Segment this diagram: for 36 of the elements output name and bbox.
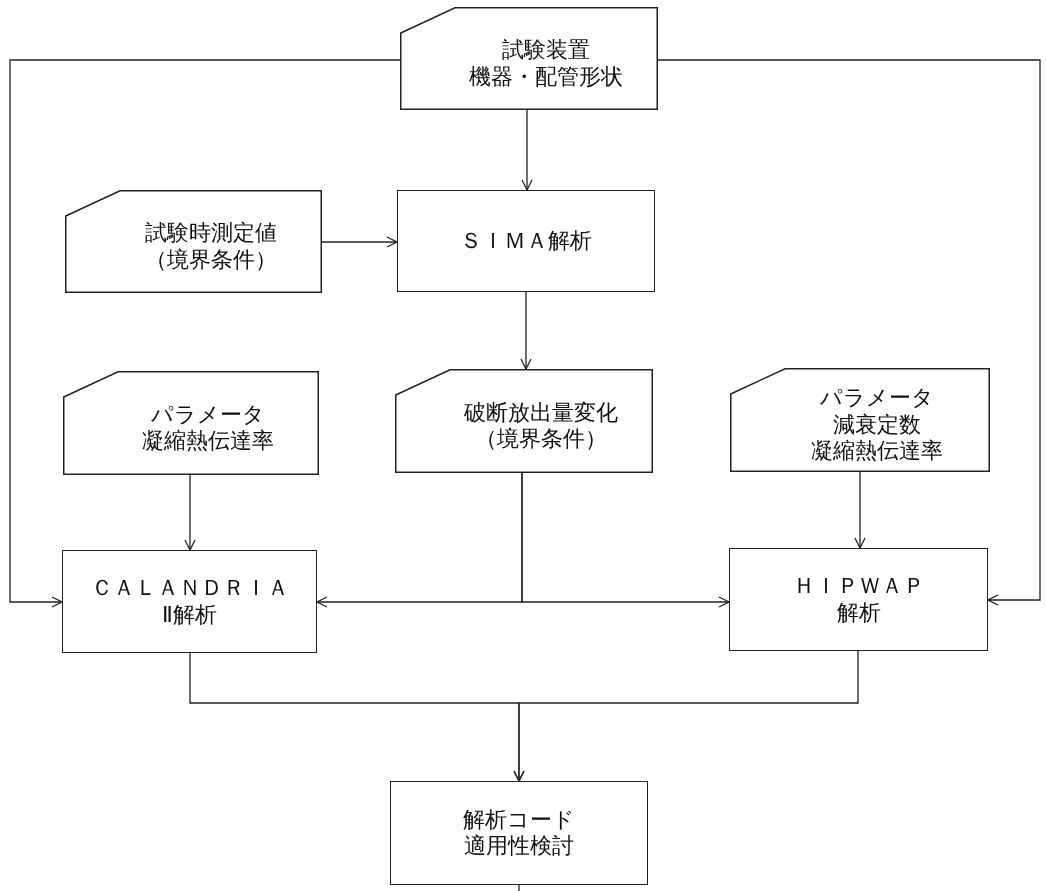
node-label: 試験装置 [502,37,590,64]
data-input-card [400,7,658,110]
node-label: 凝縮熱伝達率 [142,428,274,455]
node-label: 試験時測定値 [144,220,277,247]
node-label: 凝縮熱伝達率 [811,438,943,465]
node-label: Ⅱ解析 [162,601,217,628]
data-input-card [395,369,653,473]
process-box [729,548,988,651]
node-label: 破断放出量変化 [464,399,618,426]
process-box [397,190,655,292]
process-box [62,550,317,653]
node-label: ＨＩＰＷＡＰ [792,573,925,600]
connector-arrow [854,471,866,549]
node-label: ＳＩＭＡ解析 [460,227,592,255]
connector-arrow [9,59,401,608]
connector-arrow [521,472,730,608]
node-label: パラメータ [151,401,265,428]
data-input-card [65,190,322,293]
connector-arrow [657,59,1041,606]
connector-arrow [521,109,533,191]
node-label: （境界条件） [144,246,277,273]
process-box [390,781,648,885]
connector-arrow [321,236,398,248]
connector-arrow [184,474,196,551]
node-label: 解析コード [463,806,575,833]
connector-arrow [513,650,859,782]
node-label: 減衰定数 [833,411,921,439]
node-label: ＣＡＬＡＮＤＲＩＡ [90,575,289,602]
data-input-card [63,371,319,475]
node-label: 機器・配管形状 [469,63,623,90]
node-label: パラメータ [820,385,934,412]
node-label: 適用性検討 [464,833,574,860]
data-input-card [730,368,990,472]
node-label: （境界条件） [475,426,607,453]
connector-arrow [520,291,532,370]
node-label: 解析 [836,599,881,626]
